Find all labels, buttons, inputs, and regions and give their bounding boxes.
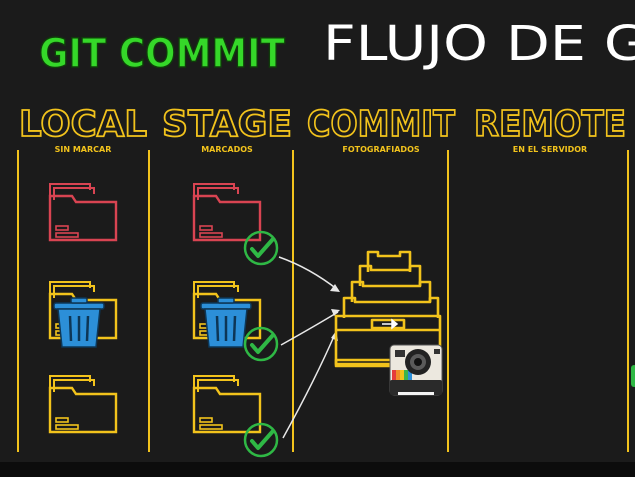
column-sublabel-commit: FOTOGRAFIADOS xyxy=(342,145,420,154)
arrowhead xyxy=(331,309,340,316)
title-flujo: FLUJO DE G xyxy=(323,16,635,72)
folder-yellow-icon xyxy=(48,374,118,434)
arrow-icon xyxy=(280,311,339,346)
folder-red-icon xyxy=(48,182,118,242)
trash-icon xyxy=(52,296,106,349)
column-header-stage: STAGE xyxy=(162,104,292,145)
column-header-commit: COMMIT xyxy=(307,104,455,145)
arrow-icon xyxy=(278,256,339,291)
column-header-local: LOCAL xyxy=(19,104,147,145)
camera-icon xyxy=(389,344,443,396)
arrowhead xyxy=(330,284,340,292)
file-cabinet-icon xyxy=(334,250,442,368)
trash-icon xyxy=(199,296,253,349)
column-sublabel-remote: EN EL SERVIDOR xyxy=(513,145,587,154)
arrow-icon xyxy=(282,333,336,439)
title-git-commit: GIT COMMIT xyxy=(39,31,286,77)
folder-yellow-icon xyxy=(192,374,262,434)
cabinet-arrow-icon xyxy=(382,318,399,330)
column-header-remote: REMOTE xyxy=(474,104,626,145)
folder-red-icon xyxy=(192,182,262,242)
arrows xyxy=(278,256,339,439)
column-sublabel-stage: MARCADOS xyxy=(201,145,253,154)
column-dividers xyxy=(17,150,629,452)
column-sublabel-local: SIN MARCAR xyxy=(55,145,112,154)
bottom-bar xyxy=(0,462,635,477)
edge-green-shape xyxy=(631,365,635,387)
